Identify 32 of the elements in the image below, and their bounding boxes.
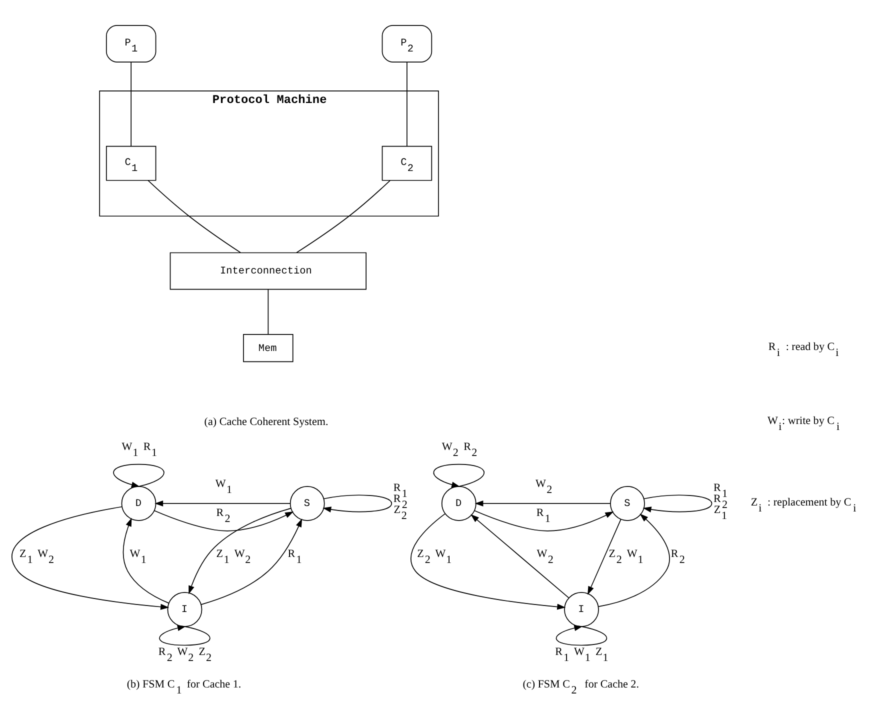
label: (a) Cache Coherent System. — [204, 416, 328, 428]
connector — [130, 61, 132, 146]
node-circle: D — [441, 486, 476, 520]
connector — [148, 180, 241, 252]
arrow — [188, 507, 292, 594]
node-circle: S — [610, 486, 645, 520]
arrow — [322, 494, 392, 512]
node-circle: D — [121, 486, 156, 520]
arrow — [642, 494, 712, 512]
arrow — [588, 518, 622, 594]
arrow — [433, 463, 485, 488]
arrow — [556, 624, 608, 646]
arrow — [200, 518, 302, 604]
node-box: Mem — [243, 334, 294, 362]
arrow — [154, 510, 294, 531]
arrow — [474, 510, 614, 531]
arrow — [598, 513, 670, 606]
node-circle: I — [167, 592, 202, 626]
arrow — [470, 514, 570, 598]
arrow — [474, 500, 611, 506]
node-box: Interconnection — [170, 252, 367, 290]
arrow — [12, 506, 170, 610]
connector — [296, 180, 390, 253]
arrow — [410, 512, 566, 610]
node-circle: I — [564, 592, 599, 626]
arrow — [122, 517, 170, 604]
connector — [268, 288, 269, 334]
arrow — [159, 624, 210, 646]
connector — [406, 61, 408, 146]
node-circle: S — [290, 486, 325, 520]
arrow — [113, 463, 164, 488]
arrow — [154, 500, 291, 506]
